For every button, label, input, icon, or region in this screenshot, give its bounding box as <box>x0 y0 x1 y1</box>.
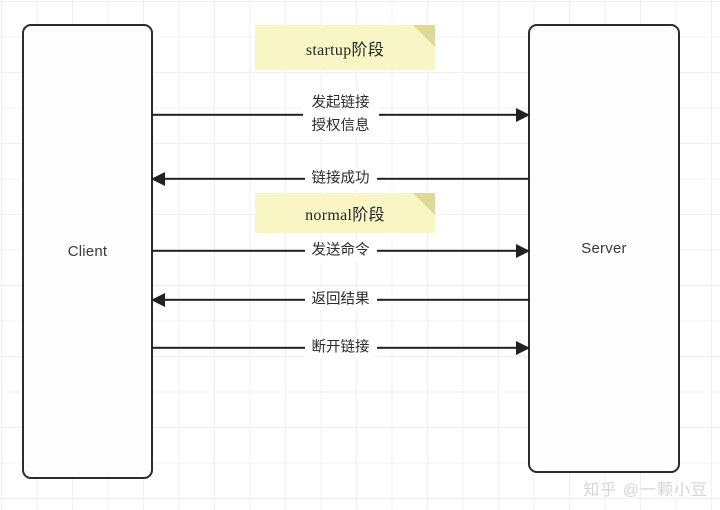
arrow-head-left-icon <box>151 172 165 186</box>
note-fold-corner-icon <box>413 193 435 215</box>
message-label: 返回结果 <box>304 289 377 311</box>
arrow-head-right-icon <box>516 244 530 258</box>
watermark: 知乎 @一颗小豆 <box>583 482 708 499</box>
actor-label-client: Client <box>67 243 108 260</box>
phase-note-normal[interactable]: normal阶段 <box>255 193 435 233</box>
message-label-line2: 授权信息 <box>311 118 370 134</box>
actor-label-server: Server <box>581 240 627 257</box>
message-label: 发送命令 <box>304 240 377 262</box>
phase-note-normal-label: normal阶段 <box>305 207 385 224</box>
arrow-head-right-icon <box>516 108 530 122</box>
phase-note-startup[interactable]: startup阶段 <box>255 25 435 70</box>
arrow-head-right-icon <box>516 341 530 355</box>
phase-note-startup-label: startup阶段 <box>305 41 385 59</box>
message-label: 链接成功 <box>304 168 377 190</box>
message-label: 发起链接 授权信息 <box>302 92 379 138</box>
actor-box-client[interactable]: Client <box>22 24 153 479</box>
message-label-line1: 发起链接 <box>311 95 370 111</box>
note-fold-corner-icon <box>413 25 435 47</box>
actor-box-server[interactable]: Server <box>528 24 680 473</box>
arrow-head-left-icon <box>151 293 165 307</box>
message-label: 断开链接 <box>304 337 377 359</box>
